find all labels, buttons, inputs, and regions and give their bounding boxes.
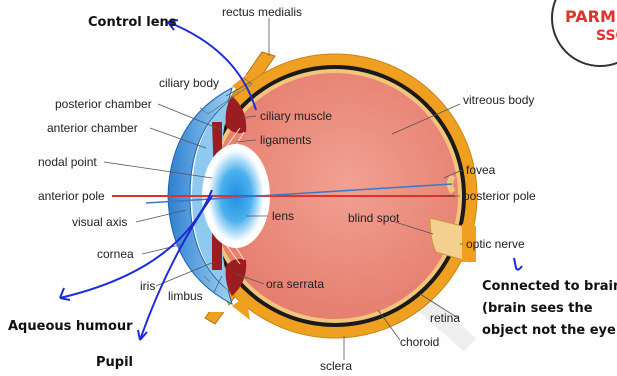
label-limbus: limbus xyxy=(168,289,203,303)
label-ciliary-muscle: ciliary muscle xyxy=(260,109,332,123)
label-cornea: cornea xyxy=(97,247,134,261)
annotation-pupil: Pupil xyxy=(96,355,133,370)
label-rectus-medialis: rectus medialis xyxy=(222,5,302,19)
logo-text: PARM xyxy=(565,7,616,26)
label-sclera: sclera xyxy=(320,359,352,373)
annotation-connected-line3: object not the eye) xyxy=(482,323,617,338)
label-vitreous-body: vitreous body xyxy=(463,93,534,107)
label-retina: retina xyxy=(430,311,460,325)
label-fovea: fovea xyxy=(466,163,496,177)
logo-subtext: SSC xyxy=(596,28,617,44)
annotation-connected-line2: (brain sees the xyxy=(482,301,593,316)
label-lens: lens xyxy=(272,209,294,223)
label-anterior-chamber: anterior chamber xyxy=(47,121,138,135)
label-ciliary-body: ciliary body xyxy=(159,76,219,90)
label-blind-spot: blind spot xyxy=(348,211,400,225)
label-posterior-chamber: posterior chamber xyxy=(55,97,152,111)
annotation-connected-line1: Connected to brain xyxy=(482,279,617,294)
annotation-control-lens: Control lens xyxy=(88,15,177,30)
label-anterior-pole: anterior pole xyxy=(38,189,105,203)
label-ligaments: ligaments xyxy=(260,133,311,147)
label-posterior-pole: posterior pole xyxy=(463,189,536,203)
label-optic-nerve: optic nerve xyxy=(466,237,525,251)
label-choroid: choroid xyxy=(400,335,439,349)
label-nodal-point: nodal point xyxy=(38,155,97,169)
label-ora-serrata: ora serrata xyxy=(266,277,324,291)
label-iris: iris xyxy=(140,279,155,293)
annotation-aqueous-humour: Aqueous humour xyxy=(8,319,133,334)
label-visual-axis: visual axis xyxy=(72,215,127,229)
